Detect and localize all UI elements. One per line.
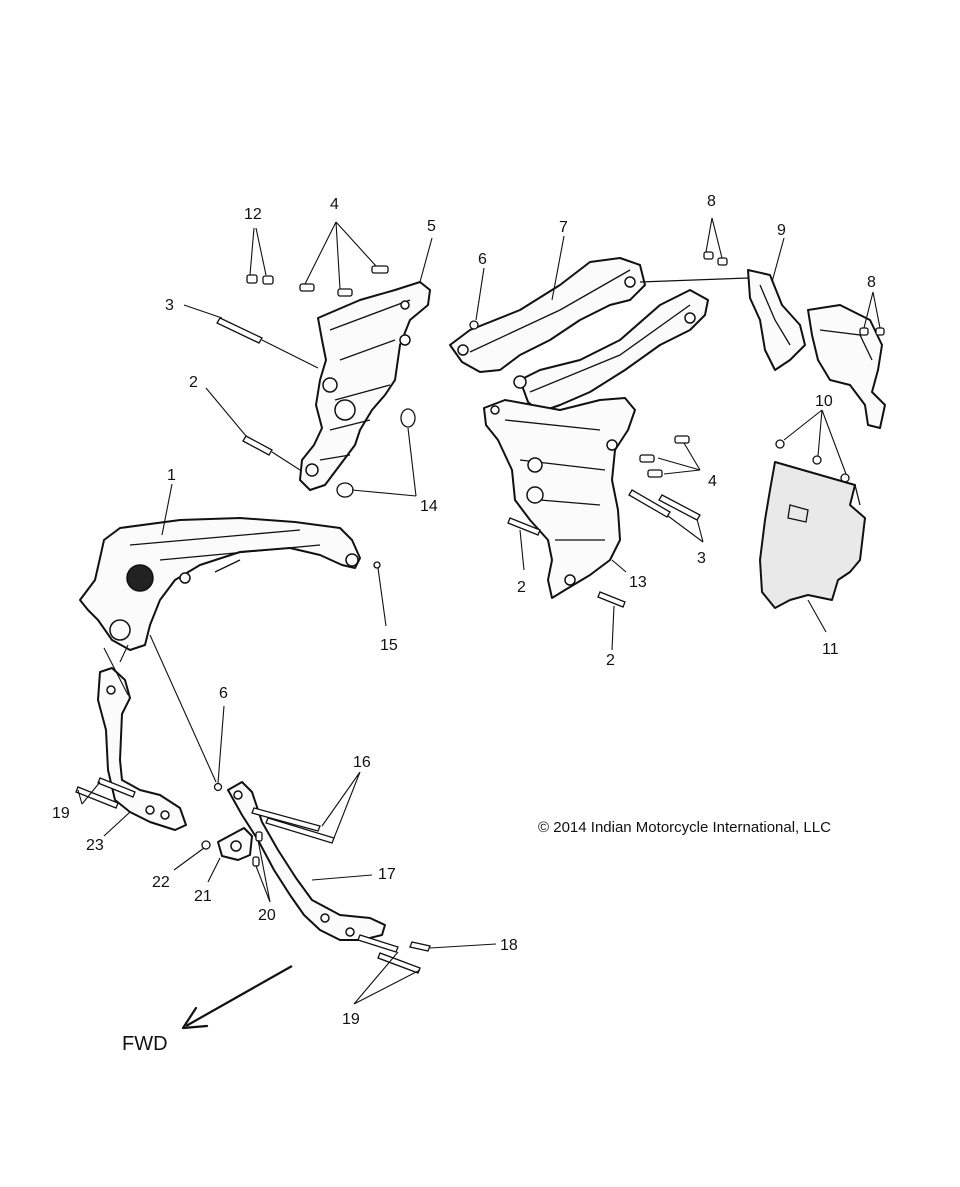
callout-15: 15	[380, 637, 398, 654]
callout-6-upper: 6	[478, 251, 487, 268]
nut-part-6-upper	[469, 320, 479, 330]
nut-part-22	[201, 840, 211, 850]
copyright-text: 2014 Indian Motorcycle International, LL…	[553, 819, 831, 836]
bolts-part-20	[252, 831, 263, 867]
part-11-cover	[759, 461, 866, 609]
bolt-part-18	[409, 941, 431, 952]
callout-9: 9	[777, 222, 786, 239]
part-1-main-frame	[79, 517, 361, 651]
callout-7: 7	[559, 219, 568, 236]
callout-21: 21	[194, 888, 212, 905]
callout-22: 22	[152, 874, 170, 891]
part-7-subframe	[449, 257, 749, 413]
part-9-bracket	[747, 269, 806, 371]
callout-2-lower: 2	[606, 652, 615, 669]
callout-2-middle: 2	[517, 579, 526, 596]
callout-8-right: 8	[867, 274, 876, 291]
copyright-notice: © 2014 Indian Motorcycle International, …	[538, 819, 831, 836]
leader-lines	[77, 217, 881, 1005]
bolts-part-4-upper	[299, 265, 389, 297]
bolt-part-3-left	[216, 317, 263, 344]
part-21-bracket	[217, 827, 253, 861]
callout-14: 14	[420, 498, 438, 515]
callout-labels: 12 4 5 3 2 14 1 15 6 7 8 9 8 10 4 3 2 13…	[52, 193, 876, 1028]
bolts-part-19-right	[357, 934, 421, 974]
callout-4-right: 4	[708, 473, 717, 490]
callout-1: 1	[167, 467, 176, 484]
forward-arrow-icon	[181, 965, 293, 1030]
callout-16: 16	[353, 754, 371, 771]
callout-19-right: 19	[342, 1011, 360, 1028]
callout-23: 23	[86, 837, 104, 854]
bolts-part-4-right	[639, 435, 690, 478]
callout-2-left: 2	[189, 374, 198, 391]
nut-part-6-lower	[213, 782, 223, 792]
callout-6-lower: 6	[219, 685, 228, 702]
part-13-side-plate	[483, 397, 636, 599]
part-5-side-plate	[299, 281, 431, 491]
forward-direction-label: FWD	[122, 1033, 168, 1055]
callout-12: 12	[244, 206, 262, 223]
nuts-part-10	[775, 439, 850, 483]
bolts-part-19-left	[75, 777, 136, 809]
callout-20: 20	[258, 907, 276, 924]
bolts-part-2-right	[507, 517, 626, 608]
callout-19-left: 19	[52, 805, 70, 822]
washer-part-15	[373, 561, 381, 569]
callout-4-upper: 4	[330, 196, 339, 213]
callout-18: 18	[500, 937, 518, 954]
callout-13: 13	[629, 574, 647, 591]
callout-3-right: 3	[697, 550, 706, 567]
bolts-part-3-right	[628, 489, 701, 521]
callout-3-left: 3	[165, 297, 174, 314]
callout-5: 5	[427, 218, 436, 235]
part-17-down-tube	[227, 781, 386, 941]
rear-mount-bracket	[807, 304, 886, 429]
callout-10: 10	[815, 393, 833, 410]
callout-17: 17	[378, 866, 396, 883]
bolts-part-16	[251, 807, 335, 844]
callout-8-upper: 8	[707, 193, 716, 210]
bolts-part-12	[246, 274, 274, 285]
bolt-part-2-left	[242, 435, 273, 456]
callout-11: 11	[822, 641, 839, 658]
copyright-symbol: ©	[538, 819, 550, 836]
